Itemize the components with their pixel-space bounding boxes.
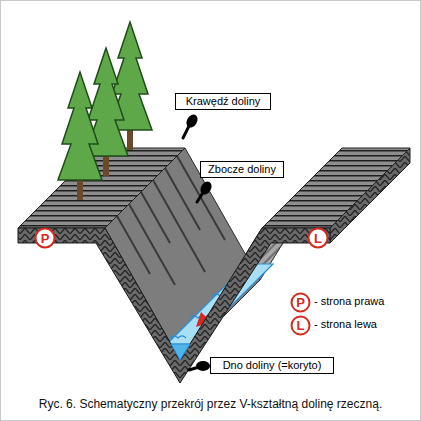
legend-text: - strona lewa — [314, 318, 377, 330]
tree-trunk — [77, 180, 83, 200]
left-plateau — [18, 148, 185, 228]
slope-streak — [165, 168, 200, 230]
circle-shape — [292, 317, 310, 335]
tree-trunk — [127, 130, 133, 150]
pointer-hand — [184, 112, 200, 129]
slope-streak — [129, 204, 175, 285]
side-marker-circle: L — [307, 227, 329, 249]
side-letter: P — [296, 296, 305, 309]
side-letter: L — [314, 232, 322, 245]
callout-text: Krawędź doliny — [186, 96, 261, 107]
right-plateau — [262, 148, 410, 228]
figure-caption: Ryc. 6. Schematyczny przekrój przez V-ks… — [0, 397, 421, 411]
side-letter: L — [297, 319, 305, 332]
pointer-finger — [197, 191, 204, 202]
conifer-tree — [58, 72, 102, 180]
circle-shape — [36, 229, 55, 248]
legend-entry: - strona prawa — [314, 295, 384, 307]
side-marker-circle: P — [34, 227, 56, 249]
legend-marker-circle: L — [290, 315, 311, 336]
legend-text: - strona prawa — [314, 295, 384, 307]
legend-entry: - strona lewa — [314, 318, 377, 330]
pointer-finger — [183, 124, 190, 138]
pointer-finger — [189, 367, 199, 370]
side-letter: P — [41, 232, 50, 245]
callout-box: Krawędź doliny — [175, 93, 271, 110]
side-face — [330, 148, 410, 243]
callout-text: Dno doliny (=koryto) — [223, 360, 322, 371]
legend-marker-circle: P — [290, 292, 311, 313]
callout-text: Zbocze doliny — [208, 164, 276, 175]
slope-streak — [141, 192, 170, 243]
callout-box: Dno doliny (=koryto) — [210, 357, 334, 374]
circle-shape — [292, 294, 310, 312]
callout-box: Zbocze doliny — [200, 161, 284, 178]
river-cross-section — [171, 344, 190, 360]
circle-shape — [309, 229, 328, 248]
cross-section-face — [18, 228, 330, 383]
tree-trunk — [103, 156, 109, 176]
